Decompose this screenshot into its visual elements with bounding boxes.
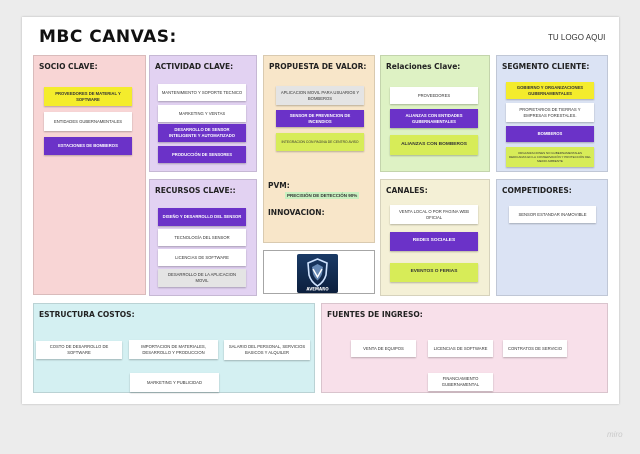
sticky-note[interactable]: ORGANIZACIONES NO GUBERNAMENTALES DEDICA… (506, 147, 594, 167)
innovacion-title: INNOVACION: (268, 208, 325, 217)
sticky-note[interactable]: APLICACION MOVIL PARA USUARIOS Y BOMBERO… (276, 86, 364, 105)
sticky-note[interactable]: REDES SOCIALES (390, 232, 478, 251)
sticky-note[interactable]: PROVEEDORES DE MATERIAL Y SOFTWARE (44, 87, 132, 106)
sticky-note[interactable]: TECNOLOGÍA DEL SENSOR (158, 229, 246, 246)
sticky-note[interactable]: SALARIO DEL PERSONAL, SERVICIOS BASICOS … (224, 340, 310, 360)
sticky-note[interactable]: CONTRATOS DE SERVICIO (503, 340, 567, 357)
sticky-note[interactable]: COSTO DE DESARROLLO DE SOFTWARE (36, 341, 122, 359)
canales-title: CANALES: (386, 186, 428, 195)
recursos-clave-title: RECURSOS CLAVE:: (155, 186, 236, 195)
sticky-note[interactable]: ESTACIONES DE BOMBEROS (44, 137, 132, 155)
sticky-note[interactable]: MARKETING Y VENTAS (158, 105, 246, 122)
logo-caption: AVEMARO (306, 287, 329, 292)
sticky-note[interactable]: INTEGRACION CON PAGINA DE CENTRO AVISO (276, 133, 364, 151)
relaciones-clave-title: Relaciones Clave: (386, 62, 461, 71)
sticky-note[interactable]: DESARROLLO DE LA APLICACION MOVIL (158, 269, 246, 287)
competidores-block[interactable]: COMPETIDORES: (496, 179, 608, 296)
sticky-note[interactable]: IMPORTACION DE MATERIALES, DESARROLLO Y … (129, 340, 218, 359)
actividad-clave-title: ACTIVIDAD CLAVE: (155, 62, 234, 71)
sticky-note[interactable]: DESARROLLO DE SENSOR INTELIGENTE Y AUTOM… (158, 124, 246, 142)
sticky-note[interactable]: GOBIERNO Y ORGANIZACIONES GUBERNAMENTALE… (506, 82, 594, 99)
segmento-cliente-title: SEGMENTO CLIENTE: (502, 62, 590, 71)
sticky-note[interactable]: MANTENIMIENTO Y SOPORTE TECNICO (158, 84, 246, 101)
sticky-note[interactable]: PRODUCCIÓN DE SENSORES (158, 146, 246, 163)
sticky-note[interactable]: ALIANZAS CON ENTIDADES GUBERNAMENTALES (390, 109, 478, 128)
sticky-note[interactable]: PROVEEDORES (390, 87, 478, 104)
sticky-note[interactable]: BOMBEROS (506, 126, 594, 142)
pvm-value: PRECISIÓN DE DETECCIÓN 90% (285, 192, 360, 199)
sticky-note[interactable]: SENSOR ESTANDAR INAMOVIBLE (509, 206, 596, 223)
competidores-title: COMPETIDORES: (502, 186, 572, 195)
sticky-note[interactable]: SENSOR DE PREVENCION DE INCENDIOS (276, 110, 364, 127)
shield-logo-icon: AVEMARO (297, 254, 338, 293)
propuesta-valor-title: PROPUESTA DE VALOR: (269, 62, 367, 71)
socio-clave-title: SOCIO CLAVE: (39, 62, 98, 71)
sticky-note[interactable]: DISEÑO Y DESARROLLO DEL SENSOR (158, 208, 246, 226)
estructura-costos-title: ESTRUCTURA COSTOS: (39, 310, 135, 319)
sticky-note[interactable]: EVENTOS O FERIAS (390, 263, 478, 282)
sticky-note[interactable]: LICENCIAS DE SOFTWARE (158, 249, 246, 266)
fuentes-ingreso-title: FUENTES DE INGRESO: (327, 310, 423, 319)
sticky-note[interactable]: FINANCIAMIENTO GUBERNAMENTAL (428, 373, 493, 391)
sticky-note[interactable]: ALIANZAS CON BOMBEROS (390, 135, 478, 155)
sticky-note[interactable]: PROPIETARIOS DE TIERRAS Y EMPRESAS FORES… (506, 103, 594, 122)
sticky-note[interactable]: LICENCIAS DE SOFTWARE (428, 340, 493, 357)
sticky-note[interactable]: VENTA DE EQUIPOS (351, 340, 416, 357)
board-title: MBC CANVAS: (39, 27, 177, 47)
logo-placeholder: TU LOGO AQUI (548, 33, 606, 42)
miro-watermark: miro (607, 430, 623, 439)
sticky-note[interactable]: MARKETING Y PUBLICIDAD (130, 373, 219, 392)
pvm-title: PVM: (268, 181, 290, 190)
sticky-note[interactable]: VENTA LOCAL O POR PAGINA WEB OFICIAL (390, 205, 478, 224)
sticky-note[interactable]: ENTIDADES GUBERNAMENTALES (44, 112, 132, 131)
